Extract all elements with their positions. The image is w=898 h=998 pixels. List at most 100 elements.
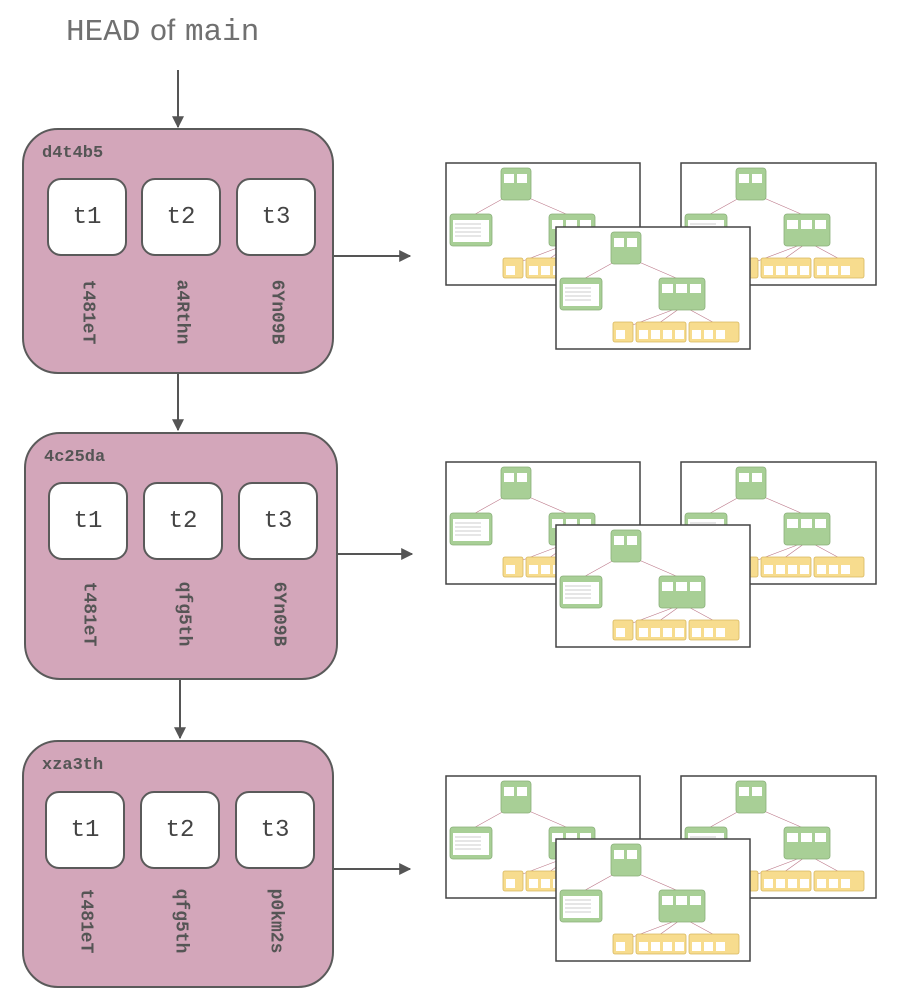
internal-node: [783, 512, 831, 546]
root-node: [735, 780, 767, 814]
snapshot-id: xza3th: [42, 756, 104, 775]
leaf-key: [541, 565, 550, 574]
internal-key: [676, 284, 687, 293]
table-box-t1: t1: [48, 482, 128, 560]
root-key: [614, 850, 624, 859]
leaf-node: [635, 933, 687, 955]
leaf-key: [704, 330, 713, 339]
internal-key: [690, 284, 701, 293]
root-key: [517, 473, 527, 482]
root-key: [504, 473, 514, 482]
leaf-key: [506, 266, 515, 275]
root-key: [627, 850, 637, 859]
leaf-key: [529, 879, 538, 888]
leaf-node: [760, 556, 812, 578]
root-node: [500, 167, 532, 201]
leaf-key: [692, 330, 701, 339]
table-hash: t481eT: [78, 581, 98, 647]
internal-key: [801, 833, 812, 842]
root-key: [627, 536, 637, 545]
leaf-key: [704, 628, 713, 637]
root-node: [610, 529, 642, 563]
root-key: [739, 473, 749, 482]
tree-thumbnail-t2: [555, 838, 751, 962]
root-node: [500, 780, 532, 814]
internal-key: [580, 220, 591, 229]
internal-key: [676, 582, 687, 591]
snapshot-id: 4c25da: [44, 448, 106, 467]
internal-key: [801, 519, 812, 528]
leaf-key: [506, 565, 515, 574]
leaf-key: [506, 879, 515, 888]
internal-key: [815, 220, 826, 229]
internal-key: [580, 833, 591, 842]
leaf-key: [639, 330, 648, 339]
leaf-key: [651, 942, 660, 951]
table-hash: 6Yn09B: [268, 581, 288, 647]
internal-key: [552, 833, 563, 842]
table-box-t3: t3: [236, 178, 316, 256]
internal-node: [783, 213, 831, 247]
tree-thumbnail-t2: [555, 524, 751, 648]
root-key: [504, 787, 514, 796]
root-key: [739, 174, 749, 183]
root-node: [610, 843, 642, 877]
info-body: [563, 896, 599, 918]
root-node: [735, 466, 767, 500]
leaf-key: [716, 942, 725, 951]
leaf-key: [692, 942, 701, 951]
leaf-key: [776, 879, 785, 888]
root-key: [614, 238, 624, 247]
root-key: [739, 787, 749, 796]
info-body: [453, 833, 489, 855]
table-box-t2: t2: [143, 482, 223, 560]
internal-key: [566, 519, 577, 528]
snapshot-box: xza3th t1 t2 t3 t481eT qfg5th p0km2s: [22, 740, 334, 988]
leaf-key: [800, 879, 809, 888]
internal-key: [690, 896, 701, 905]
leaf-key: [675, 330, 684, 339]
internal-key: [787, 519, 798, 528]
leaf-key: [841, 266, 850, 275]
table-hash: qfg5th: [173, 581, 193, 647]
leaf-key: [616, 628, 625, 637]
leaf-node: [635, 619, 687, 641]
internal-key: [676, 896, 687, 905]
info-body: [563, 582, 599, 604]
leaf-key: [651, 628, 660, 637]
leaf-key: [817, 266, 826, 275]
leaf-key: [788, 565, 797, 574]
snapshot-id: d4t4b5: [42, 144, 104, 163]
leaf-node: [813, 257, 865, 279]
leaf-key: [716, 330, 725, 339]
leaf-key: [764, 266, 773, 275]
leaf-key: [616, 942, 625, 951]
leaf-key: [829, 879, 838, 888]
snapshot-box: d4t4b5 t1 t2 t3 t481eT a4Rthn 6Yn09B: [22, 128, 334, 374]
internal-key: [787, 220, 798, 229]
root-key: [752, 787, 762, 796]
root-node: [735, 167, 767, 201]
table-box-t3: t3: [238, 482, 318, 560]
table-box-t1: t1: [47, 178, 127, 256]
leaf-key: [776, 565, 785, 574]
internal-node: [658, 575, 706, 609]
internal-key: [787, 833, 798, 842]
leaf-key: [800, 266, 809, 275]
leaf-key: [663, 330, 672, 339]
leaf-key: [704, 942, 713, 951]
leaf-key: [817, 565, 826, 574]
leaf-node: [688, 321, 740, 343]
info-body: [453, 220, 489, 242]
leaf-key: [639, 942, 648, 951]
leaf-key: [764, 565, 773, 574]
internal-key: [552, 220, 563, 229]
table-box-t2: t2: [140, 791, 220, 869]
leaf-key: [788, 879, 797, 888]
internal-key: [662, 896, 673, 905]
internal-key: [690, 582, 701, 591]
root-key: [517, 787, 527, 796]
header-branch: main: [184, 15, 260, 50]
leaf-key: [541, 879, 550, 888]
